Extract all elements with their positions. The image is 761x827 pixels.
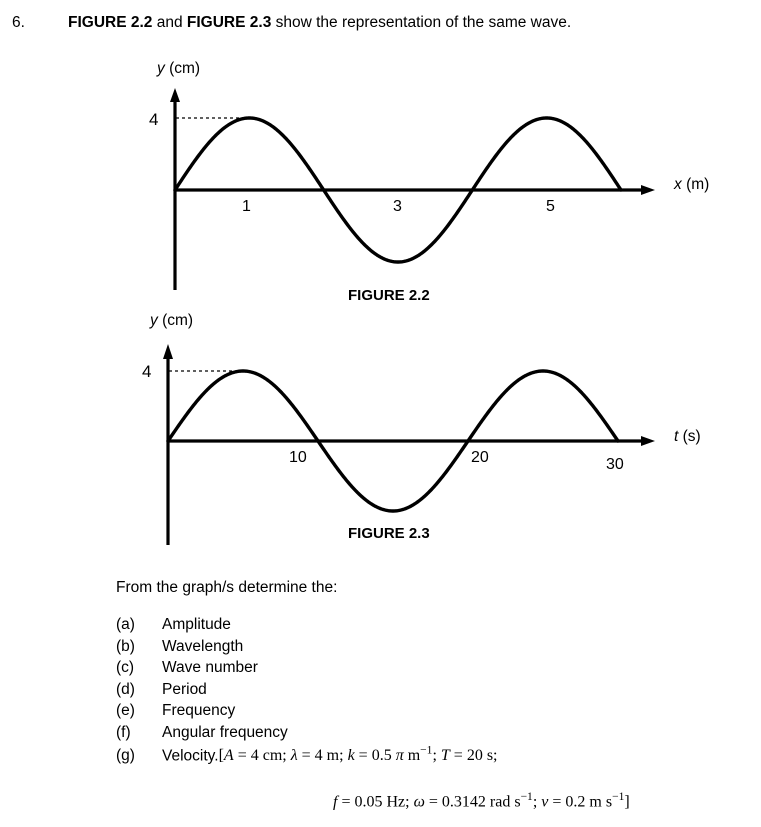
fig22-x-tick-label-1: 1 — [242, 198, 251, 215]
fig22-x-axis-unit: (m) — [686, 176, 710, 193]
fig22-y-axis-variable: y — [157, 60, 165, 77]
list-item: (g) Velocity.[A = 4 cm; λ = 4 m; k = 0.5 … — [116, 745, 756, 767]
fig23-wave-curve — [166, 369, 620, 513]
fig23-x-tick-label-20: 20 — [471, 449, 489, 466]
fig23-y-axis-label: y (cm) — [150, 312, 193, 330]
fig22-wave-curve — [173, 116, 623, 264]
item-tag-c: (c) — [116, 659, 135, 676]
list-item: (e) Frequency — [116, 702, 756, 724]
item-label-g: Velocity. — [162, 747, 219, 765]
list-item: (c) Wave number — [116, 659, 756, 681]
fig22-x-axis-label: x (m) — [674, 176, 709, 194]
item-tag-e: (e) — [116, 702, 135, 719]
item-tag-a: (a) — [116, 616, 135, 633]
figure-2-2-caption: FIGURE 2.2 — [348, 287, 430, 304]
fig22-axes — [170, 88, 655, 290]
item-tag-f: (f) — [116, 723, 131, 741]
fig23-y-axis-variable: y — [150, 312, 158, 329]
list-item: (a) Amplitude — [116, 616, 756, 638]
list-item: (b) Wavelength — [116, 638, 756, 660]
item-label-b: Wavelength — [162, 637, 244, 655]
item-label-e: Frequency — [162, 702, 236, 719]
figure-2-3-plot — [163, 344, 655, 545]
question-number: 6. — [12, 14, 25, 31]
fig23-x-axis-label: t (s) — [674, 428, 701, 446]
item-label-a: Amplitude — [162, 616, 231, 633]
item-tag-g: (g) — [116, 747, 135, 765]
sub-question-list: (a) Amplitude (b) Wavelength (c) Wave numbe… — [116, 616, 756, 767]
fig22-y-tick-label-4: 4 — [149, 110, 159, 129]
fig22-x-axis-arrow — [641, 185, 655, 195]
figure-2-2-plot — [170, 88, 655, 290]
item-label-d: Period — [162, 680, 207, 698]
item-label-c: Wave number — [162, 659, 258, 676]
answer-line-1: [A = 4 cm; λ = 4 m; k = 0.5 π m−1; T = 2… — [218, 745, 498, 765]
determine-prompt: From the graph/s determine the: — [116, 579, 338, 596]
item-tag-b: (b) — [116, 637, 135, 655]
fig22-y-axis-arrow — [170, 88, 180, 102]
fig23-y-axis-unit: (cm) — [162, 312, 194, 329]
item-label-f: Angular frequency — [162, 723, 288, 741]
fig23-x-axis-arrow — [641, 436, 655, 446]
fig23-x-axis-unit: (s) — [682, 428, 701, 445]
fig22-y-axis-label: y (cm) — [157, 60, 200, 78]
answer-line-2: f = 0.05 Hz; ω = 0.3142 rad s−1; v = 0.2… — [333, 791, 630, 811]
fig23-y-tick-label-4: 4 — [142, 362, 152, 381]
fig23-x-tick-label-10: 10 — [289, 449, 307, 466]
item-tag-d: (d) — [116, 680, 135, 698]
fig23-y-axis-arrow — [163, 344, 173, 359]
figure-2-3-caption: FIGURE 2.3 — [348, 525, 430, 542]
fig22-x-tick-label-3: 3 — [393, 198, 402, 215]
fig23-x-axis-variable: t — [674, 428, 679, 445]
fig23-axes — [163, 344, 655, 545]
fig22-x-tick-label-5: 5 — [546, 198, 555, 215]
list-item: (d) Period — [116, 681, 756, 703]
list-item: (f) Angular frequency — [116, 724, 756, 746]
question-header: 6. FIGURE 2.2 and FIGURE 2.3 show the re… — [0, 14, 761, 40]
fig23-x-tick-label-30: 30 — [606, 456, 624, 473]
question-statement: FIGURE 2.2 and FIGURE 2.3 show the repre… — [68, 14, 572, 31]
fig22-y-axis-unit: (cm) — [169, 60, 201, 77]
fig22-x-axis-variable: x — [674, 176, 682, 193]
